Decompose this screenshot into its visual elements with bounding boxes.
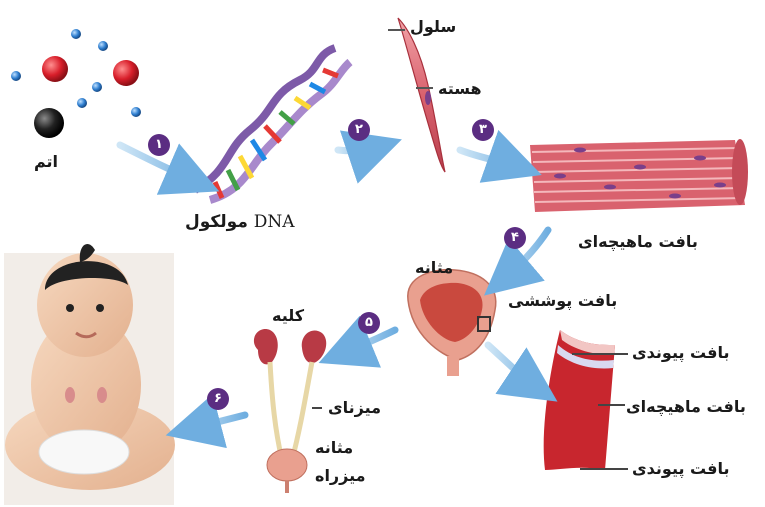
label-dna: DNA مولکول: [185, 212, 295, 232]
step-4-badge: ۴: [504, 227, 526, 249]
label-ureter: میزنای: [328, 398, 381, 417]
step-2-badge: ۲: [348, 119, 370, 141]
muscle-cell: [388, 18, 445, 172]
label-connective-tissue-2: بافت پیوندی: [632, 459, 729, 478]
baby-illustration: [4, 244, 175, 505]
label-nucleus: هسته: [438, 79, 482, 98]
label-bladder-small: مثانه: [315, 438, 353, 457]
step-1-badge: ۱: [148, 134, 170, 156]
bladder-organ: [408, 270, 496, 376]
step-3-badge: ۳: [472, 119, 494, 141]
label-connective-tissue-1: بافت پیوندی: [632, 343, 729, 362]
label-kidney: کلیه: [272, 306, 304, 325]
tissue-layers-section: [544, 330, 628, 470]
atoms-cluster: [11, 29, 141, 138]
step-6-badge: ۶: [207, 388, 229, 410]
label-bladder-top: مثانه: [415, 258, 453, 277]
step-5-badge: ۵: [358, 312, 380, 334]
label-cell: سلول: [410, 17, 456, 36]
label-dna-word: مولکول: [185, 212, 248, 232]
label-epithelial-tissue: بافت پوششی: [508, 291, 617, 310]
label-muscle-tissue-top: بافت ماهیچه‌ای: [578, 232, 698, 251]
dna-helix: [195, 48, 350, 200]
label-muscle-tissue-side: بافت ماهیچه‌ای: [626, 397, 746, 416]
muscle-tissue-bundle: [530, 139, 748, 212]
label-urethra: میزراه: [315, 466, 366, 485]
label-atom: اتم: [34, 152, 58, 171]
label-dna-latin: DNA: [254, 212, 295, 232]
